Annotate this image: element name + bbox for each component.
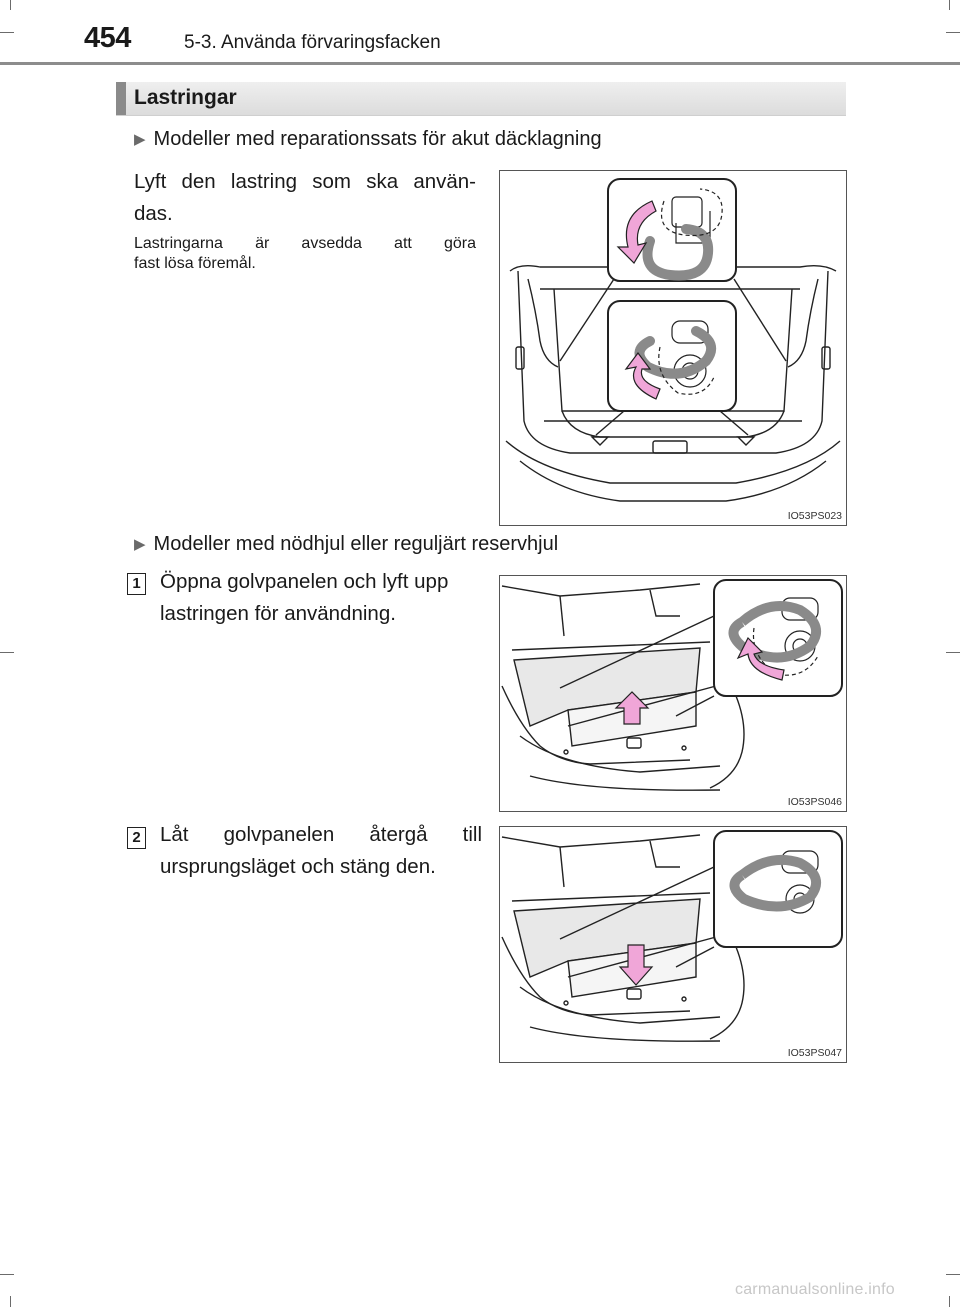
crop-mark (10, 1296, 11, 1307)
step-2-text: Låt golvpanelen återgå till ursprungsläg… (160, 819, 482, 883)
instruction-line: Lyft den lastring som ska använ- (134, 170, 476, 193)
step-number-badge: 2 (127, 827, 146, 849)
step-line: lastringen för användning. (160, 602, 396, 625)
note-line: fast lösa föremål. (134, 255, 256, 272)
instruction-line: das. (134, 202, 173, 225)
step-1-text: Öppna golvpanelen och lyft upp lastringe… (160, 566, 478, 630)
figure-close-floor-panel: IO53PS047 (499, 826, 847, 1063)
crop-mark (949, 0, 950, 10)
section-heading-accent (116, 82, 126, 115)
header-rule (0, 62, 960, 65)
crop-mark (0, 652, 14, 653)
figure-open-floor-panel: IO53PS046 (499, 575, 847, 812)
note-line: Lastringarna är avsedda att göra (134, 235, 476, 252)
note-cargo-rings: Lastringarna är avsedda att göra fast lö… (134, 234, 476, 274)
bullet-text: Modeller med nödhjul eller reguljärt res… (153, 533, 559, 555)
figure-code: IO53PS047 (787, 1047, 842, 1059)
crop-mark (946, 32, 960, 33)
section-title: Lastringar (134, 86, 237, 109)
figure-code: IO53PS023 (787, 510, 842, 522)
crop-mark (0, 1274, 14, 1275)
figure-cargo-ring-repair-kit: IO53PS023 (499, 170, 847, 526)
bullet-models-spare-wheel: ▶ Modeller med nödhjul eller reguljärt re… (134, 533, 558, 556)
triangle-right-icon: ▶ (134, 131, 146, 148)
watermark: carmanualsonline.info (735, 1281, 895, 1298)
triangle-right-icon: ▶ (134, 536, 146, 553)
section-heading-bar (116, 82, 846, 116)
figure-code: IO53PS046 (787, 796, 842, 808)
instruction-lift-ring: Lyft den lastring som ska använ- das. (134, 166, 476, 230)
step-number-badge: 1 (127, 573, 146, 595)
page-number: 454 (84, 22, 131, 54)
step-line: Öppna golvpanelen och lyft upp (160, 570, 449, 593)
chapter-title: 5-3. Använda förvaringsfacken (184, 32, 441, 53)
crop-mark (0, 32, 14, 33)
crop-mark (946, 652, 960, 653)
step-line: ursprungsläget och stäng den. (160, 855, 436, 878)
close-floor-panel-illustration (501, 830, 843, 1042)
cargo-ring-illustration (505, 178, 841, 502)
bullet-models-repair-kit: ▶ Modeller med reparationssats för akut d… (134, 128, 602, 151)
open-floor-panel-illustration (501, 579, 843, 791)
bullet-text: Modeller med reparationssats för akut dä… (153, 128, 602, 150)
step-line: Låt golvpanelen återgå till (160, 823, 482, 846)
crop-mark (949, 1296, 950, 1307)
crop-mark (946, 1274, 960, 1275)
crop-mark (10, 0, 11, 10)
